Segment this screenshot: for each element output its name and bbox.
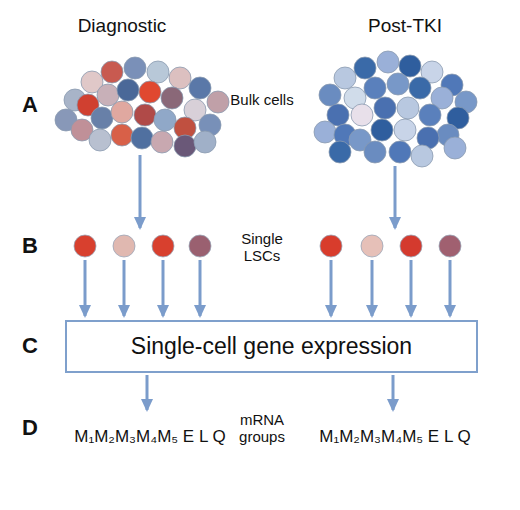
flow-arrow [330, 260, 333, 316]
lsc-cell [320, 235, 342, 257]
flow-arrow [139, 155, 142, 228]
cell [194, 131, 216, 153]
flow-arrow [162, 260, 165, 316]
row-letter: C [22, 333, 38, 358]
flow-arrow [123, 260, 126, 316]
stage-label: Single LSCs [231, 230, 293, 265]
column-heading: Diagnostic [78, 15, 167, 37]
cell [174, 135, 196, 157]
flow-arrow [394, 166, 397, 228]
cell [334, 67, 356, 89]
lsc-cell [189, 235, 211, 257]
cell [151, 131, 173, 153]
diagnostic-bulk-cells [55, 57, 229, 157]
flow-arrow [392, 375, 395, 410]
lsc-cell [74, 235, 96, 257]
cell [111, 101, 133, 123]
post-tki-bulk-cells [314, 51, 477, 167]
cell [409, 77, 431, 99]
row-letter: D [22, 415, 38, 440]
cell [419, 104, 441, 126]
cell [411, 145, 433, 167]
row-letter: B [22, 233, 38, 258]
lsc-cell [113, 235, 135, 257]
cell [377, 51, 399, 73]
cell [394, 119, 416, 141]
column-heading: Post-TKI [368, 15, 442, 37]
cell [354, 57, 376, 79]
cell [117, 79, 139, 101]
cell [364, 77, 386, 99]
cell [387, 73, 409, 95]
flow-arrow [199, 260, 202, 316]
stage-label: mRNA groups [231, 411, 293, 446]
flow-arrow [449, 260, 452, 316]
cell [134, 104, 156, 126]
box-text: Single-cell gene expression [131, 333, 412, 360]
cell [169, 67, 191, 89]
cell [371, 119, 393, 141]
flow-arrow [146, 375, 149, 410]
cell [319, 84, 341, 106]
cell [314, 121, 336, 143]
cell [101, 61, 123, 83]
lsc-cell [439, 235, 461, 257]
mrna-group-list: M₁M₂M₃M₄M₅ E L Q [319, 427, 470, 447]
lsc-cell [361, 235, 383, 257]
cell [161, 87, 183, 109]
cell [351, 104, 373, 126]
cell [207, 91, 229, 113]
flow-arrow [371, 260, 374, 316]
cell [374, 97, 396, 119]
cell [111, 124, 133, 146]
cell [131, 127, 153, 149]
cell [139, 81, 161, 103]
cell [89, 129, 111, 151]
cell [397, 97, 419, 119]
cell [154, 109, 176, 131]
mrna-group-list: M₁M₂M₃M₄M₅ E L Q [74, 427, 225, 447]
row-letter: A [22, 92, 38, 117]
cell [147, 61, 169, 83]
flow-arrow [410, 260, 413, 316]
process-box: Single-cell gene expression [65, 320, 478, 373]
cell [329, 141, 351, 163]
cell [91, 107, 113, 129]
cell [124, 57, 146, 79]
lsc-cell [152, 235, 174, 257]
stage-label: Bulk cells [230, 91, 293, 108]
cell [364, 141, 386, 163]
flow-arrow [84, 260, 87, 316]
lsc-cell [400, 235, 422, 257]
cell [389, 141, 411, 163]
cell [444, 137, 466, 159]
cell [189, 77, 211, 99]
